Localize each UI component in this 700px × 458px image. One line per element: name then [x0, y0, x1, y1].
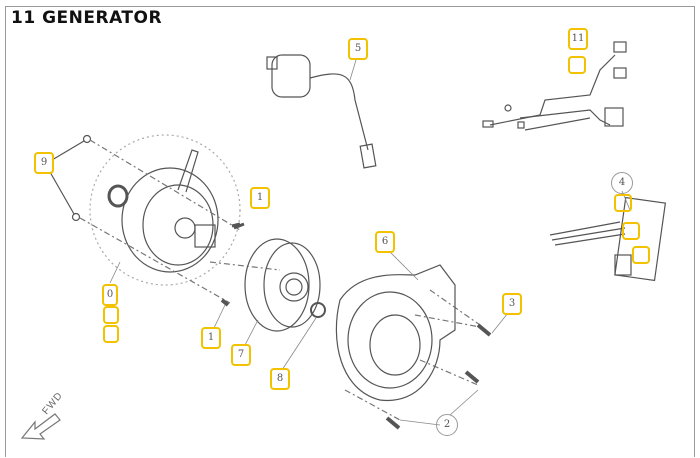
washer: [71, 212, 81, 222]
callout-blank[interactable]: [622, 222, 640, 240]
generator-cover: [335, 264, 456, 402]
regulator-unit: [549, 196, 667, 282]
callout-blank[interactable]: [103, 306, 119, 324]
callout-11[interactable]: 11: [568, 28, 588, 50]
ignition-coil: [266, 54, 377, 169]
fwd-arrow: [20, 413, 61, 440]
callout-blank[interactable]: [103, 325, 119, 343]
callout-5[interactable]: 5: [348, 38, 368, 60]
callout-2[interactable]: 2: [436, 414, 458, 436]
callout-7[interactable]: 7: [231, 344, 251, 366]
callout-6[interactable]: 6: [375, 231, 395, 253]
washer: [82, 134, 92, 144]
stator-assembly: [89, 134, 241, 286]
flywheel: [244, 238, 321, 332]
page-title: 11 GENERATOR: [11, 8, 163, 28]
callout-blank[interactable]: [632, 246, 650, 264]
wire-harness: [482, 41, 627, 131]
callout-8[interactable]: 8: [270, 368, 290, 390]
callout-1[interactable]: 1: [250, 187, 270, 209]
callout-1[interactable]: 1: [201, 327, 221, 349]
diagram-frame: [5, 6, 695, 457]
nut: [310, 302, 326, 318]
callout-4[interactable]: 4: [611, 172, 633, 194]
callout-9[interactable]: 9: [34, 152, 54, 174]
callout-3[interactable]: 3: [502, 293, 522, 315]
callout-0[interactable]: 0: [102, 284, 118, 306]
callout-blank[interactable]: [568, 56, 586, 74]
callout-blank[interactable]: [614, 194, 632, 212]
